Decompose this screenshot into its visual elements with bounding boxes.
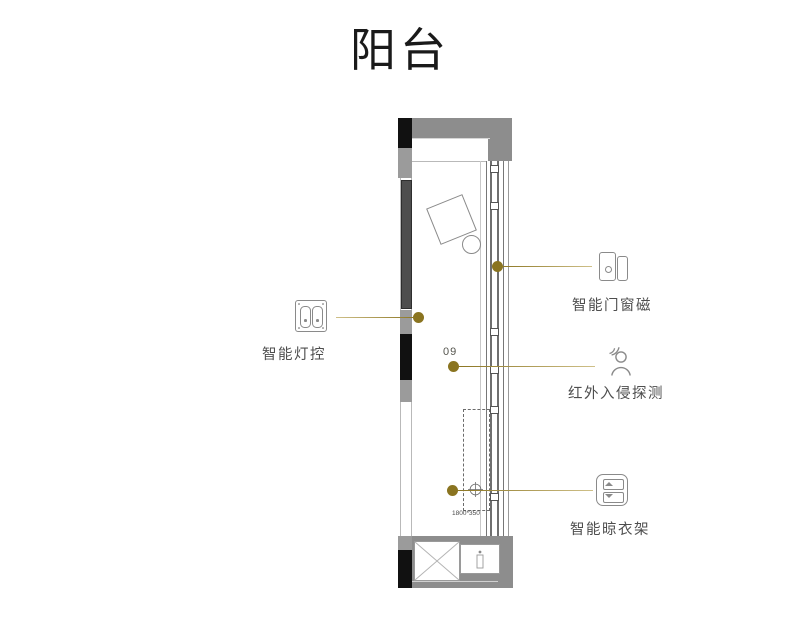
annotation-smart-light-control[interactable]: 智能灯控 [262,300,327,364]
leader-line-infrared-detector [455,366,595,367]
window-joint-marker [490,165,499,173]
window-joint-marker [490,366,499,374]
wall-left-upper-return [398,148,412,178]
annotation-label: 红外入侵探测 [568,386,664,402]
window-inner-line [480,161,481,581]
round-stool [462,235,481,254]
window-joint-marker [490,406,499,414]
wall-top-outer-line [412,138,490,139]
floorplan: 1800*350 09 [390,118,520,588]
wall-left-glazing-bar [401,180,412,309]
marker-dot-light-control[interactable] [413,312,424,323]
washing-machine [414,541,460,581]
annotation-label: 智能门窗磁 [572,298,652,314]
wall-bottom-left-black [398,550,412,588]
window-joint-marker [490,328,499,336]
light-switch-icon [295,300,327,332]
drying-rack-center-symbol [468,482,483,497]
sink [460,544,500,574]
wall-left-black-run [400,334,412,380]
leader-line-drying-rack [453,490,593,491]
marker-dot-door-sensor[interactable] [492,261,503,272]
drying-rack-icon [596,474,650,506]
infrared-human-sensor-icon [600,344,640,376]
counter-front-line [412,581,498,582]
wall-top-left-black-block [398,118,412,148]
room-tag: 09 [443,346,458,358]
annotation-smart-door-window-sensor[interactable]: 智能门窗磁 [572,252,652,315]
drying-rack-footprint [463,409,490,511]
marker-dot-drying-rack[interactable] [447,485,458,496]
window-outer-line [508,161,509,581]
wall-top-horizontal [398,118,512,138]
annotation-label: 智能灯控 [262,347,326,363]
annotation-infrared-intrusion-detector[interactable]: 红外入侵探测 [568,344,664,403]
leader-line-light-control [336,317,418,318]
window-joint-marker [490,493,499,501]
annotation-label: 智能晾衣架 [570,522,650,538]
wall-left-lower-block [400,380,412,402]
drying-rack-dimension-label: 1800*350 [452,510,480,517]
window-joint-marker [490,202,499,210]
annotation-smart-drying-rack[interactable]: 智能晾衣架 [570,474,650,539]
door-window-sensor-icon [599,252,628,281]
leader-line-door-sensor [498,266,592,267]
marker-dot-infrared-detector[interactable] [448,361,459,372]
wall-top-right-pier [488,118,512,161]
wall-left-switch-block [400,310,412,334]
wall-inner-edge-line [412,161,492,162]
wall-bottom-left-gray-cap [398,536,412,550]
page-title: 阳台 [350,23,450,77]
